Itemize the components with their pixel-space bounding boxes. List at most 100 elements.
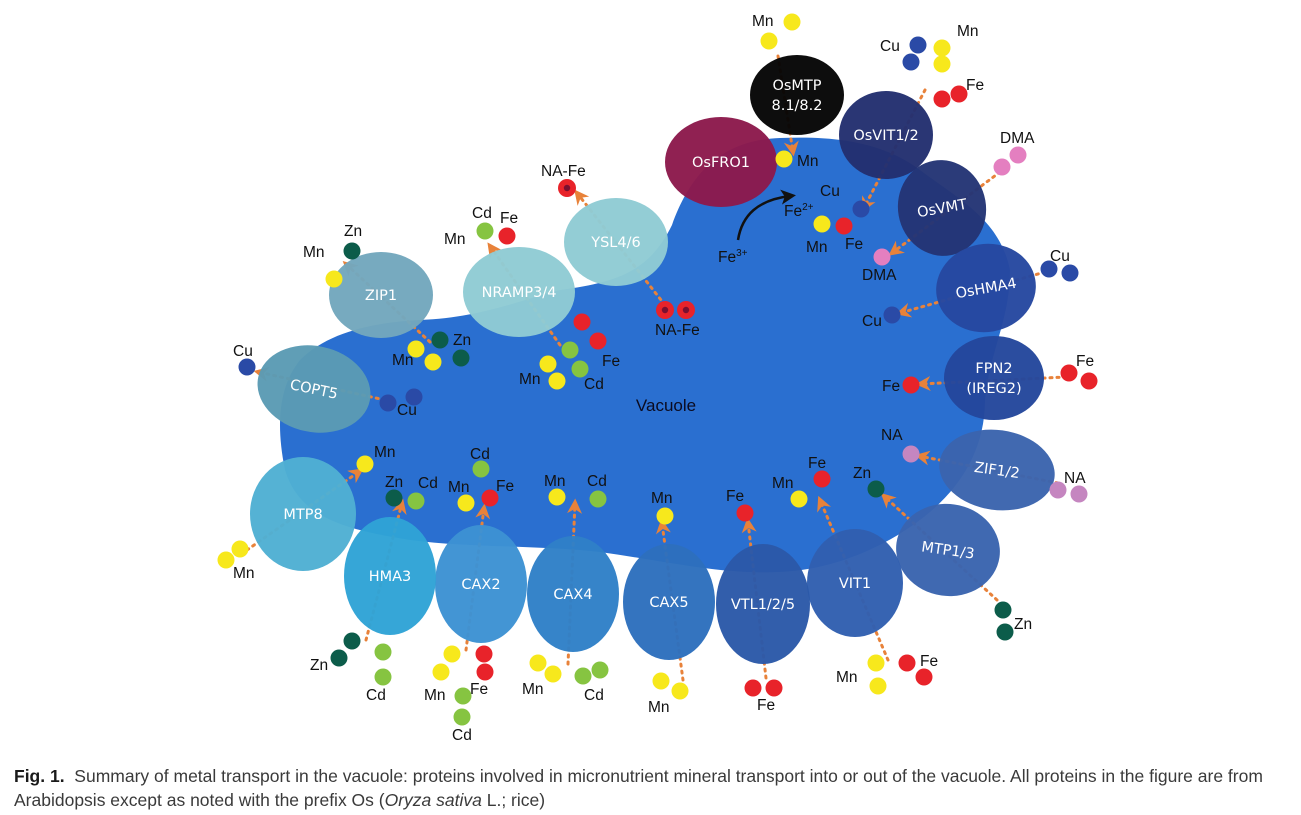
- mn-ion-dot: [231, 540, 249, 558]
- label-cu-oshma4-in: Cu: [862, 313, 882, 330]
- mn-ion-dot: [760, 32, 778, 50]
- fe-ion-dot: [1060, 364, 1078, 382]
- label-mn-cax4-in: Mn: [544, 473, 566, 490]
- proteins-layer: OsMTP8.1/8.2OsFRO1OsVIT1/2OsVMTOsHMA4FPN…: [250, 55, 1055, 664]
- protein-shape-zip1: [329, 252, 433, 338]
- label-zn-hma3-in: Zn: [385, 474, 403, 491]
- label-fe-cax2-out: Fe: [470, 681, 488, 698]
- label-fe2: Fe2+: [784, 202, 814, 220]
- protein-label-vtl: VTL1/2/5: [731, 597, 795, 613]
- protein-nramp34: NRAMP3/4: [463, 247, 575, 337]
- fe-ion-dot: [481, 489, 499, 507]
- zn-ion-dot: [452, 349, 470, 367]
- cd-ion-dot: [574, 667, 592, 685]
- protein-label-osmtp: 8.1/8.2: [771, 98, 822, 114]
- label-mn-cax2-in: Mn: [448, 479, 470, 496]
- label-fe-osvit: Fe: [966, 77, 984, 94]
- protein-shape-vit1: [807, 529, 903, 637]
- caption-text-2: L.; rice): [481, 790, 546, 810]
- cd-ion-dot: [589, 490, 607, 508]
- vacuole-label: Vacuole: [636, 396, 696, 415]
- cd-ion-dot: [591, 661, 609, 679]
- protein-label-hma3: HMA3: [369, 569, 412, 585]
- label-fe-cax2-in: Fe: [496, 478, 514, 495]
- nafe-core-dot: [563, 184, 571, 192]
- protein-osvmt: OsVMT: [897, 160, 987, 256]
- protein-label-vit1: VIT1: [839, 576, 871, 592]
- fe-ion-dot: [835, 217, 853, 235]
- label-mn-nramp-in: Mn: [519, 371, 541, 388]
- zn-ion-dot: [996, 623, 1014, 641]
- protein-cax5: CAX5: [623, 544, 715, 660]
- mn-ion-dot: [656, 507, 674, 525]
- label-mn-cax5-out: Mn: [648, 699, 670, 716]
- arrow-oshma4: [895, 270, 1047, 318]
- label-cd-hma3-in: Cd: [418, 475, 438, 492]
- fe-ion-dot: [736, 504, 754, 522]
- metal-labels: Mn Cu Mn Fe Mn Cu Fe2+ Mn Fe Fe3+ DMA DM…: [233, 13, 1094, 744]
- protein-shape-osfro1: [665, 117, 777, 207]
- label-mn-zip1-out: Mn: [303, 244, 325, 261]
- dma-ion-dot: [993, 158, 1011, 176]
- mn-ion-dot: [424, 353, 442, 371]
- mn-ion-dot: [529, 654, 547, 672]
- zn-ion-dot: [994, 601, 1012, 619]
- fe-ion-dot: [476, 663, 494, 681]
- protein-cax2: CAX2: [435, 525, 527, 643]
- cu-ion-dot: [379, 394, 397, 412]
- cd-ion-dot: [454, 687, 472, 705]
- label-mn-zip1-in: Mn: [392, 352, 414, 369]
- na-ion-dot: [902, 445, 920, 463]
- fe-ion-dot: [573, 313, 591, 331]
- label-mn-cax5-in: Mn: [651, 490, 673, 507]
- label-fe-inside-osvit: Fe: [845, 236, 863, 253]
- zn-ion-dot: [343, 242, 361, 260]
- label-mn-nramp-out: Mn: [444, 231, 466, 248]
- protein-label-fpn2: (IREG2): [966, 381, 1021, 397]
- cu-ion-dot: [902, 53, 920, 71]
- protein-label-osfro1: OsFRO1: [692, 155, 750, 171]
- mn-ion-dot: [544, 665, 562, 683]
- protein-label-cax5: CAX5: [649, 595, 688, 611]
- cd-ion-dot: [374, 643, 392, 661]
- protein-shape-cax2: [435, 525, 527, 643]
- label-nafe-in: NA-Fe: [655, 322, 700, 339]
- cd-ion-dot: [407, 492, 425, 510]
- label-fe-nramp-out: Fe: [500, 210, 518, 227]
- zn-ion-dot: [343, 632, 361, 650]
- mn-ion-dot: [867, 654, 885, 672]
- cu-ion-dot: [1061, 264, 1079, 282]
- na-ion-dot: [1049, 481, 1067, 499]
- protein-shape-cax4: [527, 536, 619, 652]
- fe-ion-dot: [744, 679, 762, 697]
- cu-ion-dot: [852, 200, 870, 218]
- cd-ion-dot: [561, 341, 579, 359]
- protein-label-fpn2: FPN2: [975, 361, 1012, 377]
- protein-label-nramp34: NRAMP3/4: [482, 285, 557, 301]
- protein-label-mtp8: MTP8: [283, 507, 322, 523]
- label-mn-cax2-out: Mn: [424, 687, 446, 704]
- protein-shape-mtp13: [896, 503, 1000, 597]
- protein-shape-copt5: [257, 345, 371, 433]
- protein-zif12: ZIF1/2: [939, 429, 1055, 511]
- label-cd-cax2-out: Cd: [452, 727, 472, 744]
- zn-ion-dot: [431, 331, 449, 349]
- mn-ion-dot: [539, 355, 557, 373]
- protein-label-osmtp: OsMTP: [772, 78, 821, 94]
- fe-ion-dot: [813, 470, 831, 488]
- cu-ion-dot: [909, 36, 927, 54]
- fe-ion-dot: [915, 668, 933, 686]
- protein-shape-zif12: [939, 429, 1055, 511]
- mn-ion-dot: [652, 672, 670, 690]
- mn-ion-dot: [790, 490, 808, 508]
- label-mn-mtp8-in: Mn: [374, 444, 396, 461]
- label-fe-nramp-in: Fe: [602, 353, 620, 370]
- protein-zip1: ZIP1: [329, 252, 433, 338]
- protein-shape-osvit: [839, 91, 933, 179]
- mn-ion-dot: [356, 455, 374, 473]
- protein-shape-vtl: [716, 544, 810, 664]
- fe-ion-dot: [933, 90, 951, 108]
- label-mn-inside-osmtp: Mn: [797, 153, 819, 170]
- label-cu-osvit: Cu: [880, 38, 900, 55]
- zn-ion-dot: [330, 649, 348, 667]
